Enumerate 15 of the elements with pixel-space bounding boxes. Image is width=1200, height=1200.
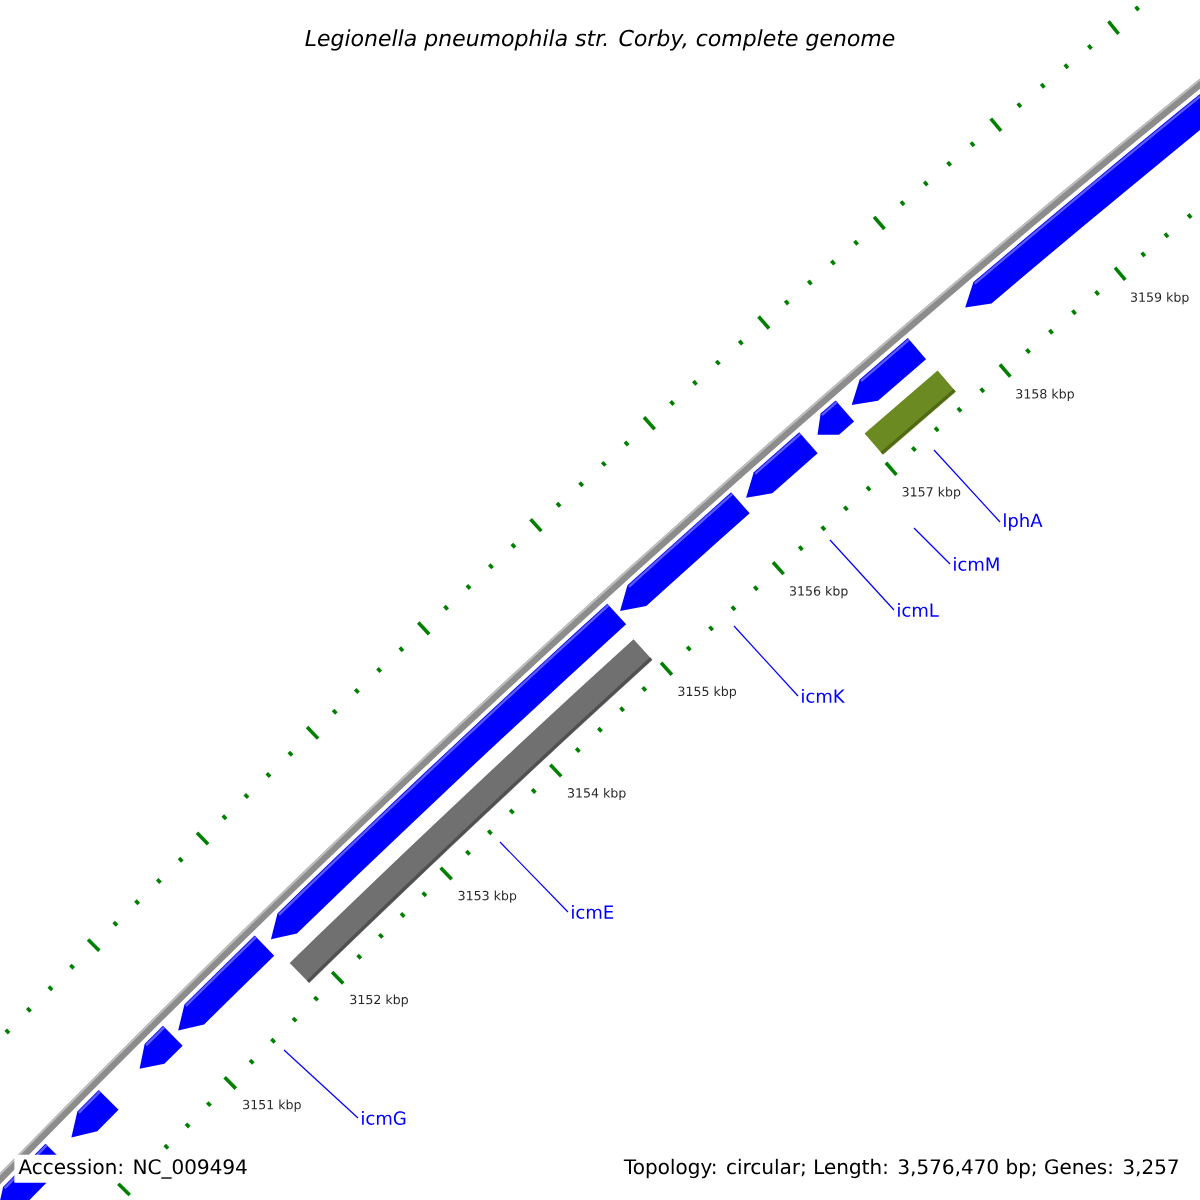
- leader-line: [499, 841, 569, 913]
- leader-line: [733, 625, 799, 697]
- gene-label: icmE: [572, 905, 614, 919]
- gene-label: icmK: [802, 689, 845, 703]
- gene-label: icmL: [898, 603, 939, 617]
- genome-info-text: Topology: circular; Length: 3,576,470 bp; Genes: 3,257: [619, 1154, 1184, 1183]
- accession-label: Accession: NC_009494: [14, 1154, 252, 1183]
- leader-line: [933, 449, 1001, 523]
- leader-line: [283, 1049, 359, 1119]
- gene-label: lphA: [1004, 513, 1043, 531]
- leader-line: [829, 539, 895, 611]
- leader-line: [913, 527, 951, 565]
- gene-label: icmG: [362, 1111, 406, 1125]
- title: Legionella pneumophila str. Corby, complete genome: [305, 29, 895, 51]
- gene-label: icmM: [954, 557, 999, 571]
